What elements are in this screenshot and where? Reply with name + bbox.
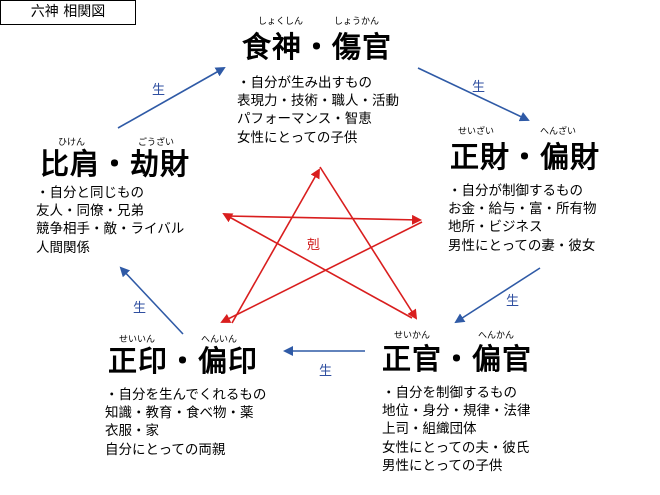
furigana-left: せいざい xyxy=(458,127,495,137)
node-description: ・自分を生んでくれるもの 知識・教育・食べ物・薬 衣服・家 自分にとっての両親 xyxy=(105,386,266,459)
description-line: ・自分を生んでくれるもの xyxy=(105,387,267,403)
furigana-left: ひけん xyxy=(58,138,86,148)
furigana-left: せいいん xyxy=(119,335,156,345)
description-line: 衣服・家 xyxy=(105,423,159,440)
description-line: ・自分を制御するもの xyxy=(382,385,517,401)
overcome-arrow-seiin-to-shokushin xyxy=(231,168,320,324)
generate-label: 生 xyxy=(152,83,166,98)
description-line: ・自分が制御するもの xyxy=(448,183,583,199)
furigana-left: せいかん xyxy=(394,331,431,341)
node-description: ・自分が制御するもの お金・給与・富・所有物 地所・ビジネス 男性にとっての妻・… xyxy=(448,182,597,255)
overcome-label: 剋 xyxy=(307,238,321,253)
generate-arrow-seiin-to-hiken xyxy=(119,266,184,335)
furigana-right: へんかん xyxy=(478,331,515,341)
node-description: ・自分と同じもの 友人・同僚・兄弟 競争相手・敵・ライバル 人間関係 xyxy=(36,184,184,257)
generate-label: 生 xyxy=(506,294,520,309)
generate-arrow-hiken-to-shokushin xyxy=(117,67,226,129)
furigana-left: しょくしん xyxy=(258,17,304,27)
overcome-arrow-seikan-to-hiken xyxy=(222,213,413,319)
description-line: 友人・同僚・兄弟 xyxy=(36,203,144,220)
furigana-right: しょうかん xyxy=(334,17,380,27)
description-line: 競争相手・敵・ライバル xyxy=(36,221,185,238)
overcome-arrow-seizai-to-seiin xyxy=(220,221,423,323)
description-line: 自分にとっての両親 xyxy=(105,441,226,458)
node-title: 正財・偏財 xyxy=(450,140,601,174)
description-line: 男性にとっての子供 xyxy=(382,457,503,474)
furigana-right: へんざい xyxy=(540,127,577,137)
generate-arrow-seizai-to-seikan xyxy=(454,267,541,324)
description-line: 女性にとっての子供 xyxy=(237,129,358,146)
overcome-arrow-shokushin-to-seikan xyxy=(319,166,418,320)
diagram-title-box: 六神 相関図 xyxy=(0,0,136,25)
description-line: 上司・組織団体 xyxy=(382,421,477,438)
description-line: 女性にとっての夫・彼氏 xyxy=(382,439,530,456)
description-line: ・自分が生み出すもの xyxy=(237,75,372,91)
node-title: 比肩・劫財 xyxy=(40,147,191,181)
furigana-right: ごうざい xyxy=(138,138,175,148)
node-title: 正印・偏印 xyxy=(108,344,259,378)
description-line: 人間関係 xyxy=(36,239,90,256)
description-line: 知識・教育・食べ物・薬 xyxy=(105,405,254,422)
generate-arrow-shokushin-to-seizai xyxy=(417,67,530,122)
description-line: 男性にとっての妻・彼女 xyxy=(448,237,596,254)
description-line: 地所・ビジネス xyxy=(448,219,543,236)
node-title: 正官・偏官 xyxy=(382,342,533,376)
description-line: 表現力・技術・職人・活動 xyxy=(237,93,399,110)
generate-label: 生 xyxy=(133,301,147,316)
generate-label: 生 xyxy=(472,80,486,95)
node-description: ・自分が生み出すもの 表現力・技術・職人・活動 パフォーマンス・智恵 女性にとっ… xyxy=(237,74,399,147)
description-line: お金・給与・富・所有物 xyxy=(448,201,597,218)
node-description: ・自分を制御するもの 地位・身分・規律・法律 上司・組織団体 女性にとっての夫・… xyxy=(382,384,531,475)
overcome-arrow-hiken-to-seizai xyxy=(225,214,422,225)
furigana-right: へんいん xyxy=(201,335,238,345)
description-line: パフォーマンス・智恵 xyxy=(237,111,372,128)
generate-label: 生 xyxy=(319,364,333,379)
description-line: 地位・身分・規律・法律 xyxy=(382,403,531,420)
node-title: 食神・傷官 xyxy=(242,30,393,64)
description-line: ・自分と同じもの xyxy=(36,185,144,201)
